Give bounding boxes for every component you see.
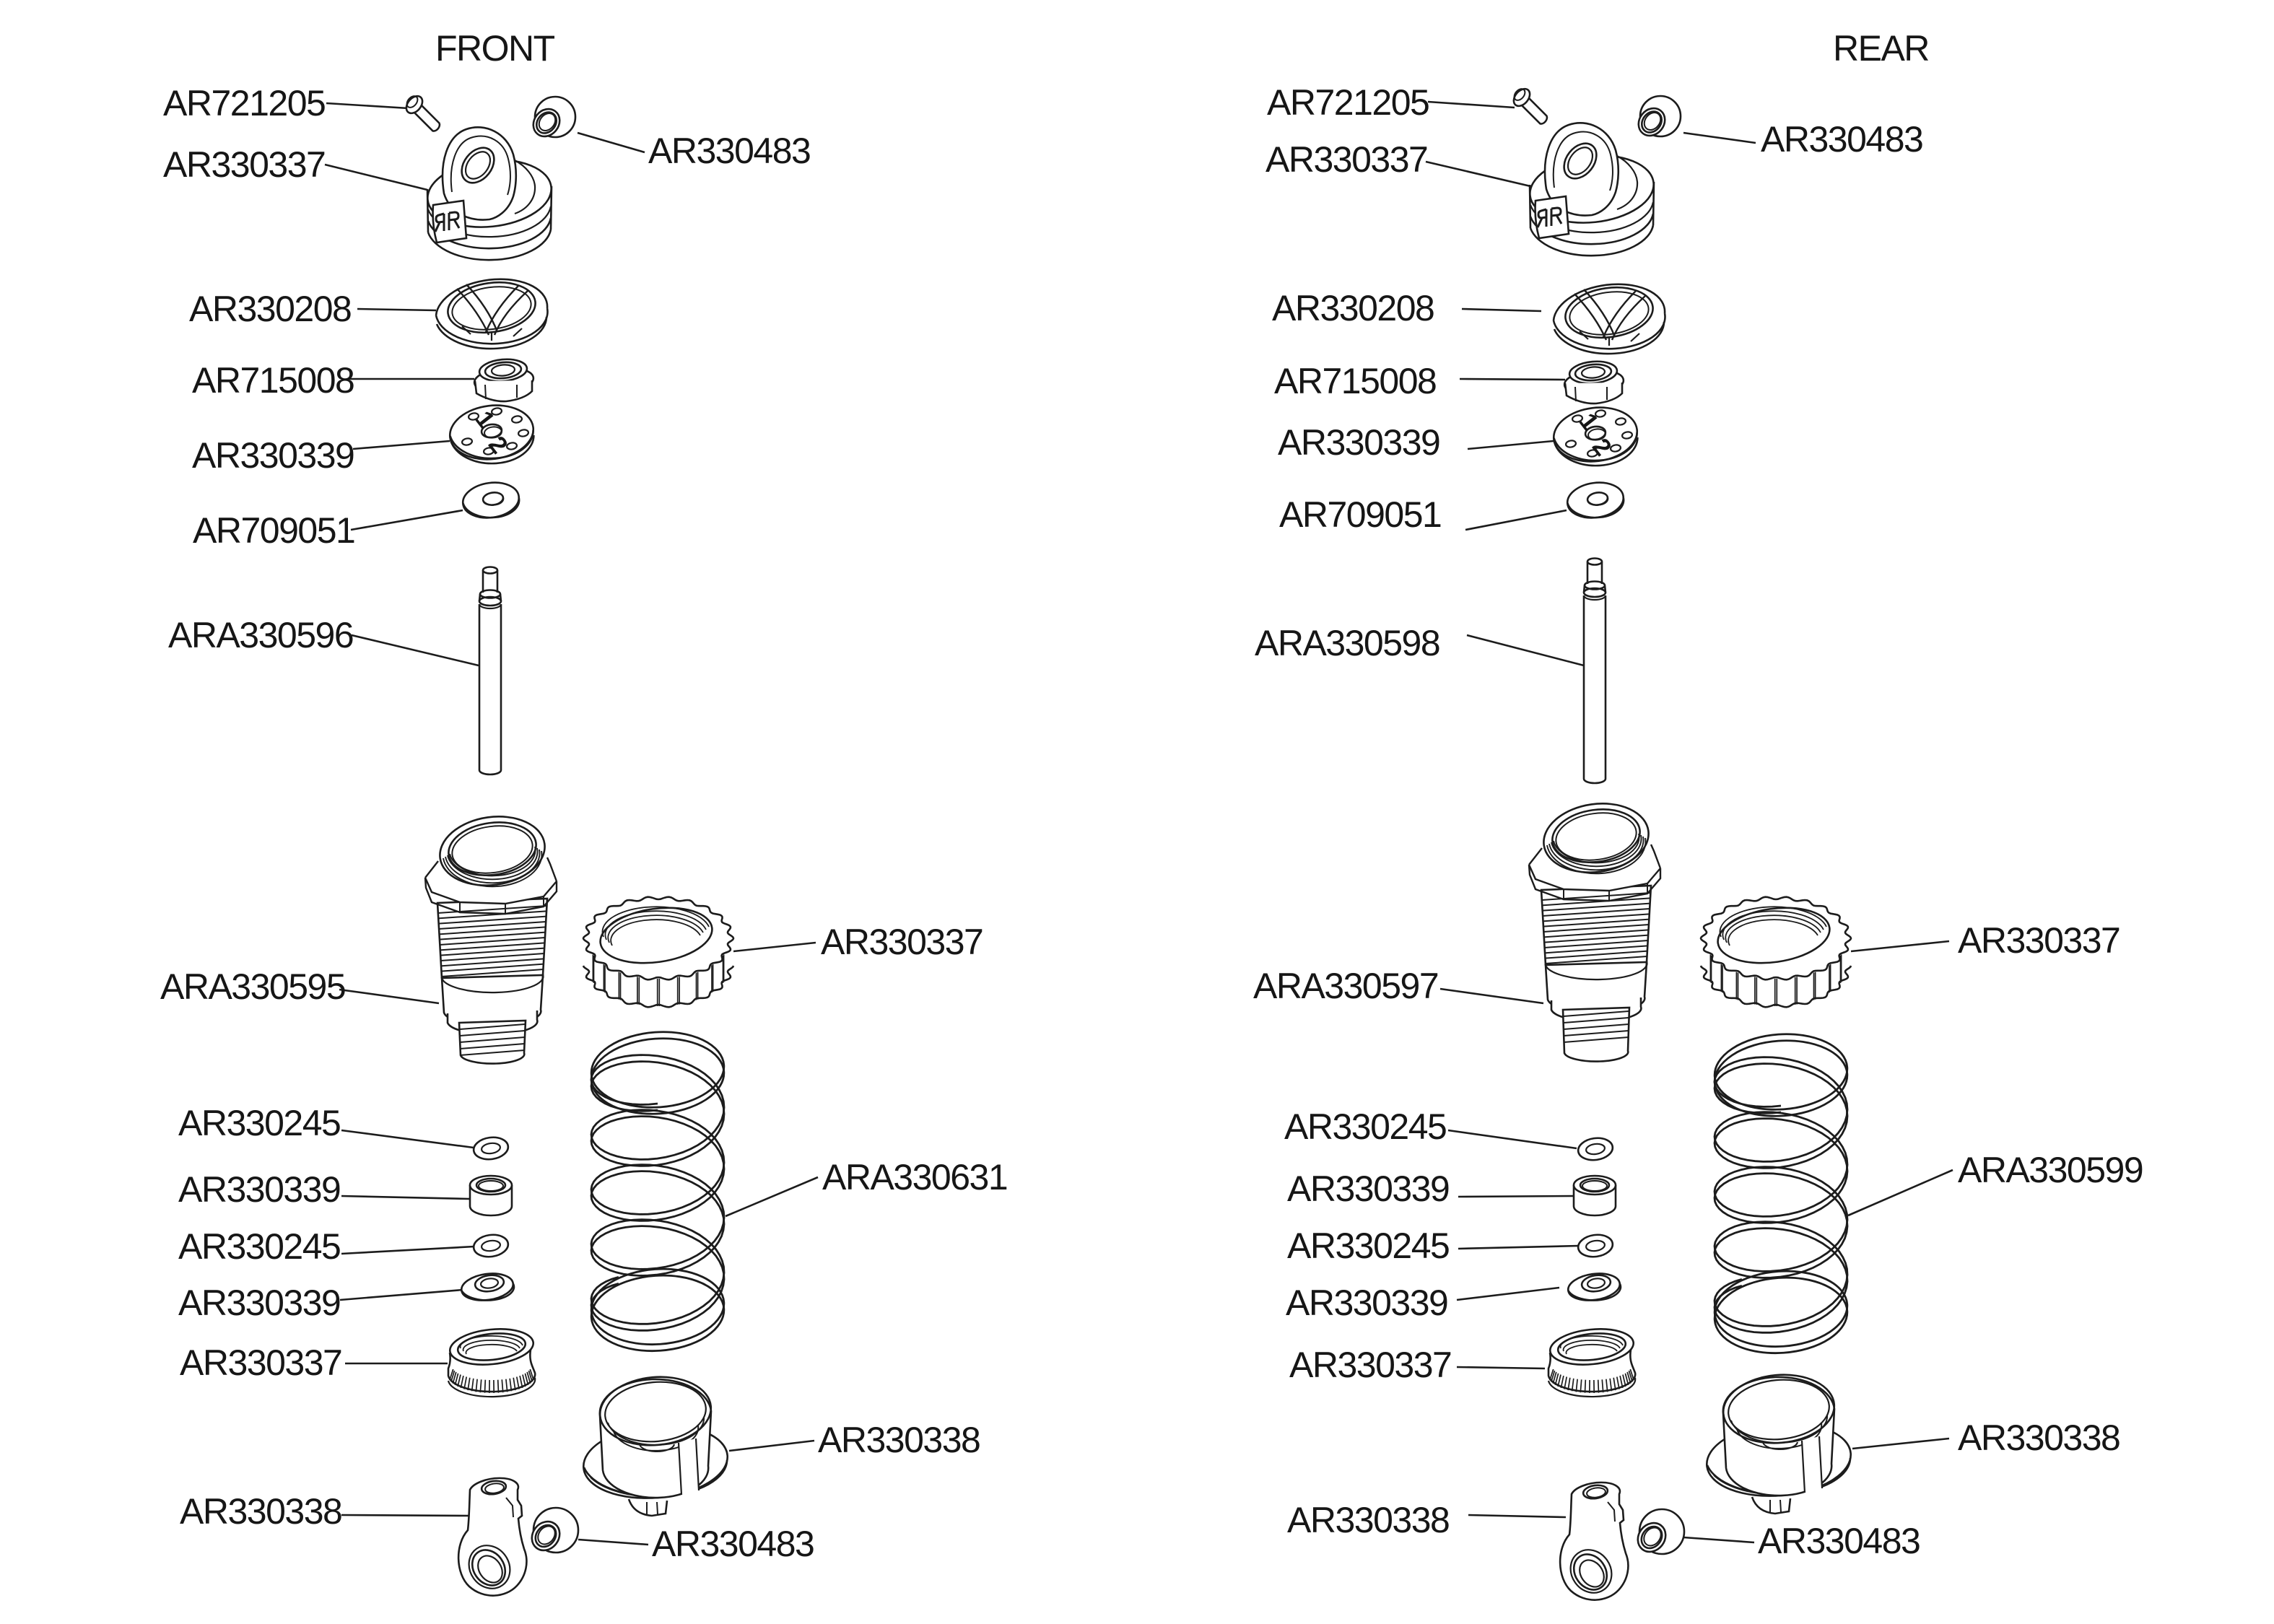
- svg-text:AR330338: AR330338: [818, 1420, 980, 1460]
- svg-text:AR330339: AR330339: [1287, 1169, 1449, 1209]
- svg-text:AR709051: AR709051: [193, 510, 354, 551]
- svg-text:AR330483: AR330483: [648, 131, 810, 171]
- svg-text:AR330245: AR330245: [1287, 1226, 1449, 1266]
- svg-text:AR330338: AR330338: [1287, 1500, 1449, 1540]
- svg-text:AR330338: AR330338: [1958, 1418, 2120, 1458]
- svg-text:AR330338: AR330338: [180, 1491, 341, 1532]
- svg-text:AR330245: AR330245: [178, 1103, 340, 1143]
- svg-text:AR330337: AR330337: [1265, 139, 1427, 180]
- svg-text:AR330337: AR330337: [821, 922, 983, 962]
- svg-text:AR330339: AR330339: [178, 1283, 340, 1323]
- svg-text:AR330483: AR330483: [1761, 119, 1922, 160]
- svg-text:AR330337: AR330337: [1958, 920, 2120, 961]
- svg-text:AR709051: AR709051: [1279, 494, 1441, 535]
- svg-text:AR330483: AR330483: [652, 1524, 814, 1564]
- svg-text:ARA330598: ARA330598: [1255, 623, 1439, 663]
- svg-text:ARA330596: ARA330596: [168, 615, 353, 655]
- svg-text:ARA330599: ARA330599: [1958, 1150, 2143, 1190]
- svg-text:AR330339: AR330339: [1278, 422, 1439, 463]
- svg-text:AR715008: AR715008: [192, 360, 354, 401]
- svg-text:AR330339: AR330339: [1286, 1283, 1447, 1323]
- svg-text:AR715008: AR715008: [1274, 361, 1436, 401]
- svg-text:AR330337: AR330337: [1289, 1345, 1451, 1385]
- svg-text:AR330245: AR330245: [1284, 1106, 1446, 1147]
- svg-text:AR330245: AR330245: [178, 1226, 340, 1267]
- svg-text:AR330339: AR330339: [192, 435, 354, 476]
- svg-text:ARA330597: ARA330597: [1253, 966, 1438, 1006]
- svg-text:AR330208: AR330208: [189, 289, 351, 329]
- svg-text:ARA330631: ARA330631: [822, 1157, 1007, 1197]
- svg-text:FRONT: FRONT: [435, 28, 555, 69]
- svg-text:AR330208: AR330208: [1272, 288, 1434, 328]
- svg-text:ARA330595: ARA330595: [160, 966, 345, 1007]
- svg-text:AR721205: AR721205: [1267, 82, 1429, 123]
- svg-text:AR330337: AR330337: [180, 1343, 341, 1383]
- svg-text:AR721205: AR721205: [163, 83, 325, 123]
- svg-text:AR330337: AR330337: [163, 144, 325, 185]
- svg-text:REAR: REAR: [1833, 28, 1929, 69]
- svg-text:AR330339: AR330339: [178, 1169, 340, 1210]
- svg-text:AR330483: AR330483: [1758, 1521, 1920, 1561]
